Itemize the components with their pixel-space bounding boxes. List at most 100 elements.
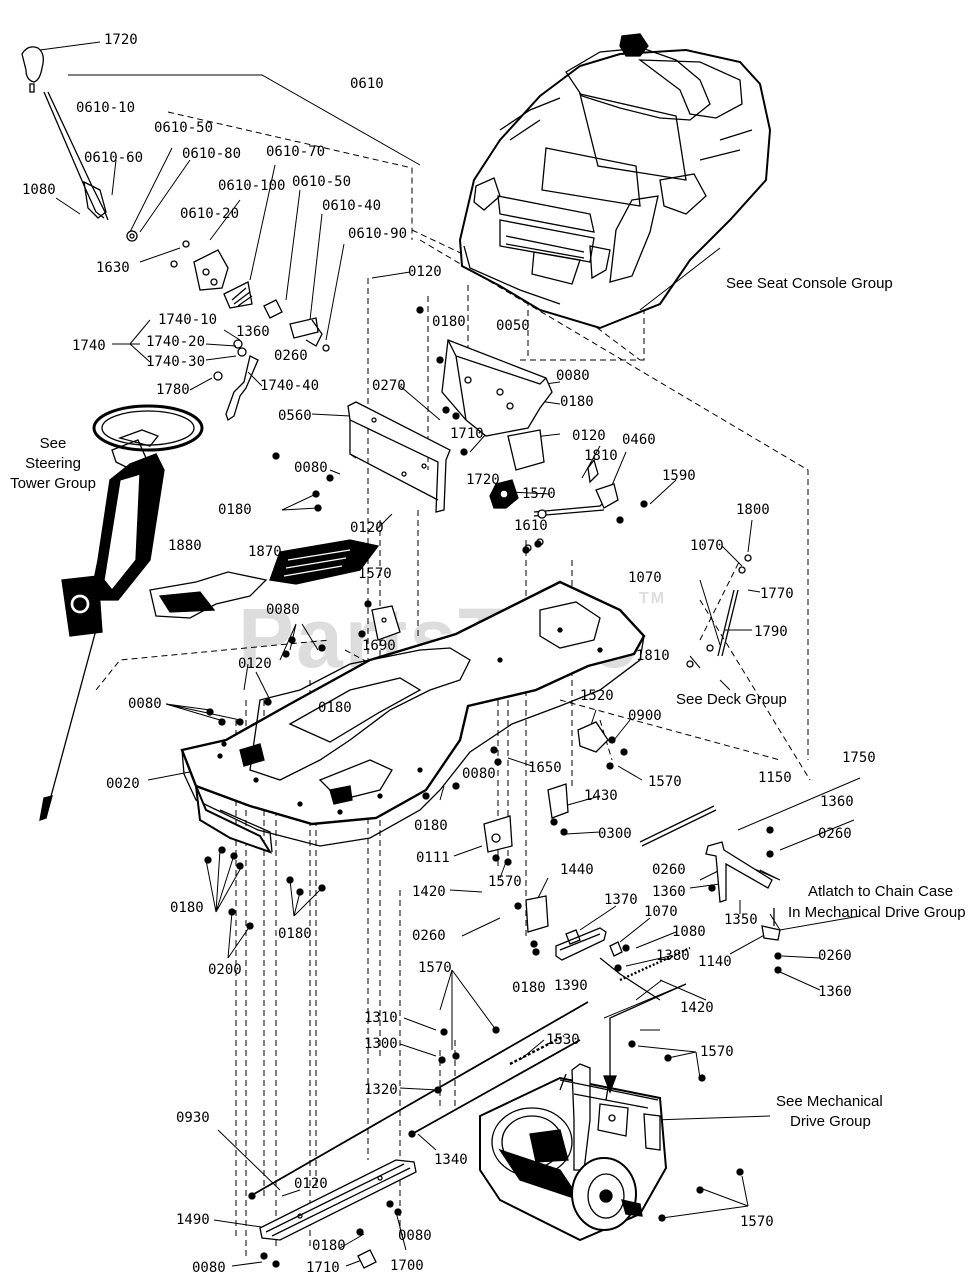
part-label: 1590	[662, 468, 696, 484]
part-label: 0930	[176, 1110, 210, 1126]
note-seat-console: See Seat Console Group	[726, 275, 893, 292]
part-label: 1570	[488, 874, 522, 890]
part-label: 0080	[556, 368, 590, 384]
part-label: 1520	[580, 688, 614, 704]
note-steering-3: Tower Group	[10, 475, 96, 492]
part-label: 1320	[364, 1082, 398, 1098]
part-label: 1380	[656, 948, 690, 964]
part-label: 1740-20	[146, 334, 206, 350]
drive-arrow	[603, 983, 687, 1094]
part-label: 1710	[306, 1260, 340, 1276]
note-mech-drive-2: Drive Group	[790, 1113, 871, 1130]
part-label: 1070	[628, 570, 662, 586]
bracket-1390	[555, 927, 691, 1001]
part-label: 1740-30	[146, 354, 206, 370]
part-label: 1350	[724, 912, 758, 928]
part-label: 1340	[434, 1152, 468, 1168]
part-label: 0200	[208, 962, 242, 978]
part-label: 0120	[238, 656, 272, 672]
long-rods	[248, 1001, 589, 1200]
small-brackets	[483, 721, 609, 933]
floor-mats	[149, 539, 380, 619]
part-label: 1690	[362, 638, 396, 654]
part-label: 1080	[22, 182, 56, 198]
part-label: 1360	[652, 884, 686, 900]
part-label: 1420	[680, 1000, 714, 1016]
part-label: 0080	[462, 766, 496, 782]
part-label: 0610-40	[322, 198, 382, 214]
part-label: 1810	[584, 448, 618, 464]
part-label: 0560	[278, 408, 312, 424]
mechanical-drive	[479, 1063, 668, 1242]
part-label: 1700	[390, 1258, 424, 1274]
part-label: 0120	[572, 428, 606, 444]
part-label: 0080	[128, 696, 162, 712]
part-label: 0120	[294, 1176, 328, 1192]
part-label: 1310	[364, 1010, 398, 1026]
part-label: 0180	[432, 314, 466, 330]
shift-lever	[21, 46, 138, 242]
part-label: 1150	[758, 770, 792, 786]
bracket-0050	[441, 339, 553, 471]
part-label: 0180	[512, 980, 546, 996]
part-label: 0120	[408, 264, 442, 280]
note-mech-drive-1: See Mechanical	[776, 1093, 883, 1110]
part-label: 1810	[636, 648, 670, 664]
part-label: 1720	[466, 472, 500, 488]
part-label: 1610	[514, 518, 548, 534]
part-label: 1570	[522, 486, 556, 502]
part-label: 1740-10	[158, 312, 218, 328]
part-label: 0610-20	[180, 206, 240, 222]
part-label: 1770	[760, 586, 794, 602]
part-label: 1650	[528, 760, 562, 776]
part-label: 1490	[176, 1212, 210, 1228]
part-label: 1720	[104, 32, 138, 48]
steering-tower	[39, 404, 204, 821]
part-label: 0020	[106, 776, 140, 792]
part-label: 1740	[72, 338, 106, 354]
part-label: 0610-90	[348, 226, 408, 242]
part-label: 1740-40	[260, 378, 320, 394]
lever-1740	[213, 339, 259, 422]
part-label: 1780	[156, 382, 190, 398]
part-label: 0260	[818, 948, 852, 964]
part-label: 0180	[560, 394, 594, 410]
note-chain-case-1: Atlatch to Chain Case	[808, 883, 954, 900]
hardware	[204, 306, 782, 1268]
part-label: 0260	[274, 348, 308, 364]
part-label: 0610-50	[154, 120, 214, 136]
note-steering-1: See	[39, 435, 67, 452]
part-label: 0111	[416, 850, 450, 866]
part-label: 1710	[450, 426, 484, 442]
part-label: 1420	[412, 884, 446, 900]
part-label: 0610-70	[266, 144, 326, 160]
part-label: 0080	[192, 1260, 226, 1276]
shift-bracket	[170, 240, 330, 352]
part-label: 0080	[294, 460, 328, 476]
seat-console	[458, 33, 772, 330]
rail-1490	[259, 1159, 417, 1269]
main-frame	[180, 580, 646, 854]
part-label: 0120	[350, 520, 384, 536]
note-chain-case-2: In Mechanical Drive Group	[788, 904, 966, 921]
part-label: 1140	[698, 954, 732, 970]
part-label: 1440	[560, 862, 594, 878]
part-label: 1570	[648, 774, 682, 790]
part-label: 1800	[736, 502, 770, 518]
part-label: 0080	[398, 1228, 432, 1244]
part-label: 1430	[584, 788, 618, 804]
leader-lines	[39, 41, 861, 1267]
part-label: 1370	[604, 892, 638, 908]
part-label: 1070	[644, 904, 678, 920]
part-label: 0610-50	[292, 174, 352, 190]
part-label: 0610-100	[218, 178, 286, 194]
part-label: 1360	[818, 984, 852, 1000]
bracket-0560	[347, 401, 451, 513]
part-label: 1570	[358, 566, 392, 582]
part-label: 1570	[418, 960, 452, 976]
part-label: 1070	[690, 538, 724, 554]
part-label: 0610-10	[76, 100, 136, 116]
part-label: 0270	[372, 378, 406, 394]
